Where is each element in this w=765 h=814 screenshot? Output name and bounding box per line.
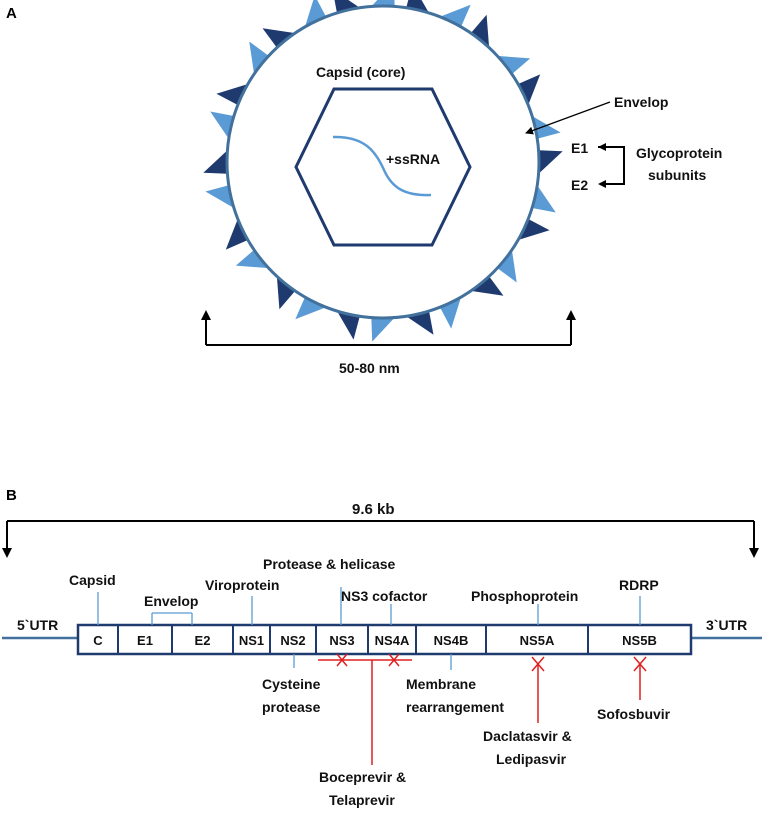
envelop-function-label: Envelop: [144, 593, 198, 609]
glycoprotein-spike: [406, 311, 434, 335]
glycoprotein-spike: [497, 55, 531, 75]
glycoprotein-spike: [470, 276, 504, 296]
membrane-rearrangement-line1: Membrane: [406, 676, 476, 692]
segment-label-ns5a: NS5A: [520, 633, 555, 648]
e2-label: E2: [571, 177, 588, 193]
size-bracket: [201, 310, 576, 346]
genome-size-bracket: [2, 520, 759, 558]
drug-inhibition-marks: [318, 653, 647, 765]
rna-label: +ssRNA: [386, 151, 440, 167]
ns3-cofactor-label: NS3 cofactor: [341, 588, 428, 604]
glycoprotein-spike: [532, 115, 561, 139]
glycoprotein-label-line1: Glycoprotein: [636, 145, 722, 161]
genome-segments: C E1 E2 NS1 NS2 NS3 NS4A NS4B NS5A NS5B: [93, 625, 657, 654]
glycoprotein-spike: [497, 249, 517, 283]
rna-strand: [332, 135, 432, 197]
glycoprotein-spike: [334, 0, 360, 13]
envelop-label: Envelop: [614, 94, 668, 110]
genome-size-label: 9.6 kb: [352, 501, 395, 518]
utr5-label: 5`UTR: [17, 617, 58, 633]
protease-helicase-label: Protease & helicase: [263, 556, 396, 572]
panel-a-label: A: [6, 5, 17, 22]
cysteine-protease-line2: protease: [262, 699, 321, 715]
glycoprotein-spike: [371, 317, 395, 342]
daclatasvir-label-line2: Ledipasvir: [496, 751, 567, 767]
sofosbuvir-label: Sofosbuvir: [597, 706, 671, 722]
segment-label-c: C: [93, 633, 103, 648]
virion-envelope: [225, 4, 541, 320]
glycoprotein-spike: [532, 185, 556, 213]
glycoprotein-spike: [439, 4, 471, 27]
glycoprotein-spike: [235, 249, 269, 269]
glycoprotein-spike: [538, 150, 563, 174]
glycoprotein-spike: [295, 297, 327, 320]
segment-label-e2: E2: [195, 633, 211, 648]
glycoprotein-spike: [336, 311, 360, 340]
segment-label-ns5b: NS5B: [622, 633, 657, 648]
segment-label-ns4a: NS4A: [375, 633, 410, 648]
utr3-label: 3`UTR: [706, 617, 747, 633]
glycoprotein-spikes: [203, 0, 563, 342]
membrane-rearrangement-line2: rearrangement: [406, 699, 504, 715]
viroprotein-label: Viroprotein: [205, 577, 279, 593]
segment-label-ns1: NS1: [239, 633, 264, 648]
glycoprotein-spike: [262, 28, 296, 48]
glycoprotein-spike: [304, 0, 327, 27]
envelop-arrow: [525, 101, 611, 135]
rdrp-label: RDRP: [619, 577, 659, 593]
glycoprotein-label-line2: subunits: [648, 167, 707, 183]
capsid-function-label: Capsid: [69, 572, 116, 588]
glycoprotein-spike: [518, 74, 541, 106]
segment-label-ns4b: NS4B: [434, 633, 469, 648]
boceprevir-label-line2: Telaprevir: [329, 792, 395, 808]
panel-b-label: B: [6, 487, 17, 504]
cysteine-protease-line1: Cysteine: [262, 676, 321, 692]
e2-arrowhead: [598, 180, 606, 188]
function-leader-lines: [97, 587, 641, 670]
glycoprotein-spike: [203, 150, 228, 174]
glycoprotein-spike: [205, 185, 234, 209]
glycoprotein-spike: [225, 218, 248, 250]
capsid-label: Capsid (core): [316, 64, 405, 80]
segment-label-ns3: NS3: [329, 633, 354, 648]
e1-label: E1: [571, 140, 588, 156]
daclatasvir-label-line1: Daclatasvir &: [483, 728, 572, 744]
phosphoprotein-label: Phosphoprotein: [471, 588, 578, 604]
segment-label-ns2: NS2: [280, 633, 305, 648]
glycoprotein-spike: [249, 41, 269, 75]
boceprevir-label-line1: Boceprevir &: [319, 769, 406, 785]
glycoprotein-spike: [406, 0, 430, 13]
glycoprotein-spike: [276, 276, 296, 310]
segment-label-e1: E1: [137, 633, 153, 648]
glycoprotein-spike: [470, 14, 490, 48]
size-label: 50-80 nm: [339, 360, 400, 376]
capsid-hexagon: [294, 87, 472, 247]
glycoprotein-spike: [210, 111, 234, 139]
e1-arrowhead: [598, 143, 606, 151]
glycoprotein-bracket: [598, 146, 625, 185]
